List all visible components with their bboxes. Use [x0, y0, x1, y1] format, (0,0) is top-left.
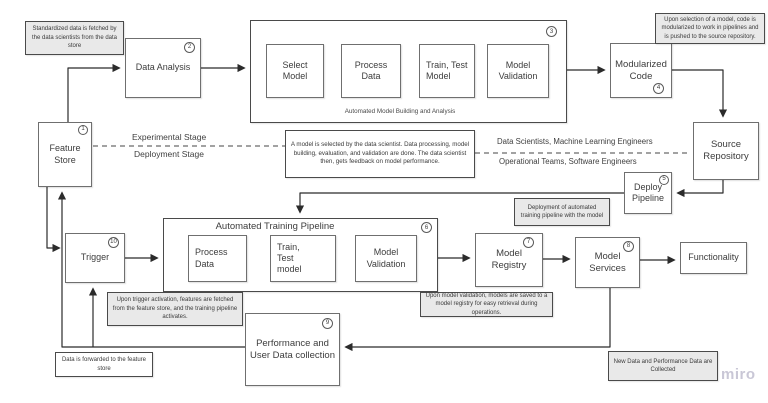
- data-analysis-node[interactable]: 2 Data Analysis: [125, 38, 201, 98]
- arrow-services-to-performance: [344, 288, 611, 352]
- model-validation-2-node[interactable]: Model Validation: [355, 235, 417, 282]
- model-validation-label: Model Validation: [498, 59, 538, 81]
- note-deployment[interactable]: Deployment of automated training pipelin…: [514, 198, 610, 226]
- feature-store-node[interactable]: 1 Feature Store: [38, 122, 92, 187]
- data-analysis-label: Data Analysis: [135, 62, 191, 73]
- modularized-code-node[interactable]: 4 Modularized Code: [610, 43, 672, 98]
- select-model-label: Select Model: [282, 59, 308, 81]
- functionality-node[interactable]: Functionality: [680, 242, 747, 274]
- performance-collection-node[interactable]: 9 Performance and User Data collection: [245, 313, 340, 386]
- model-validation-node[interactable]: Model Validation: [487, 44, 549, 98]
- note-trigger-activation[interactable]: Upon trigger activation, features are fe…: [107, 292, 243, 326]
- train-test-model-2-label: Train, Test model: [277, 241, 302, 275]
- model-services-node[interactable]: 8 Model Services: [575, 237, 640, 288]
- train-test-model-label: Train, Test Model: [426, 59, 468, 81]
- note-new-data[interactable]: New Data and Performance Data are Collec…: [608, 351, 718, 381]
- process-data-node[interactable]: Process Data: [341, 44, 401, 98]
- step-badge-6: 6: [421, 222, 432, 233]
- functionality-label: Functionality: [688, 252, 739, 263]
- step-badge-8: 8: [623, 241, 634, 252]
- trigger-label: Trigger: [80, 252, 110, 263]
- feature-store-label: Feature Store: [49, 143, 81, 165]
- step-badge-2: 2: [184, 42, 195, 53]
- source-repository-node[interactable]: Source Repository: [693, 122, 759, 180]
- step-badge-3: 3: [546, 26, 557, 37]
- step-badge-4: 4: [653, 83, 664, 94]
- step-badge-7: 7: [523, 237, 534, 248]
- arrow-performance-to-feature-store: [57, 191, 245, 348]
- step-badge-1: 1: [78, 125, 88, 135]
- experimental-stage-label: Experimental Stage: [132, 132, 207, 142]
- process-data-2-node[interactable]: Process Data: [188, 235, 247, 282]
- modularized-code-label: Modularized Code: [615, 58, 667, 82]
- process-data-label: Process Data: [354, 59, 388, 81]
- deploy-pipeline-label: Deploy Pipeline: [631, 181, 665, 203]
- note-model-selected[interactable]: A model is selected by the data scientis…: [285, 130, 475, 178]
- performance-collection-label: Performance and User Data collection: [249, 337, 335, 361]
- model-building-caption: Automated Model Building and Analysis: [344, 108, 456, 115]
- step-badge-9: 9: [322, 318, 333, 329]
- note-model-registry[interactable]: Upon model validation, models are saved …: [420, 292, 553, 317]
- process-data-2-label: Process Data: [195, 247, 228, 269]
- model-registry-label: Model Registry: [491, 248, 527, 271]
- note-standardized-data[interactable]: Standardized data is fetched by the data…: [25, 21, 124, 55]
- miro-logo: miro: [721, 366, 756, 383]
- note-modularize-code[interactable]: Upon selection of a model, code is modul…: [655, 13, 765, 44]
- arrow-source-repo-to-deploy: [676, 180, 724, 198]
- arrow-modularized-to-source-repo: [672, 69, 728, 118]
- deploy-pipeline-node[interactable]: 5 Deploy Pipeline: [624, 172, 672, 214]
- train-test-model-2-node[interactable]: Train, Test model: [270, 235, 336, 282]
- select-model-node[interactable]: Select Model: [266, 44, 324, 98]
- model-registry-node[interactable]: 7 Model Registry: [475, 233, 543, 287]
- deployment-stage-label: Deployment Stage: [134, 149, 204, 159]
- training-pipeline-title: Automated Training Pipeline: [215, 221, 335, 232]
- model-services-label: Model Services: [589, 250, 626, 274]
- note-data-forwarded[interactable]: Data is forwarded to the feature store: [55, 352, 153, 377]
- data-scientists-label: Data Scientists, Machine Learning Engine…: [497, 137, 653, 146]
- step-badge-5: 5: [659, 175, 669, 185]
- arrow-feature-store-to-data-analysis: [67, 63, 121, 122]
- arrow-feature-store-to-trigger: [46, 187, 61, 253]
- operational-teams-label: Operational Teams, Software Engineers: [499, 157, 637, 166]
- train-test-model-node[interactable]: Train, Test Model: [419, 44, 475, 98]
- source-repository-label: Source Repository: [703, 139, 749, 162]
- step-badge-10: 10: [108, 237, 119, 248]
- trigger-node[interactable]: 10 Trigger: [65, 233, 125, 283]
- arrow-deploy-to-training-pipeline: [295, 192, 624, 214]
- model-validation-2-label: Model Validation: [366, 247, 406, 269]
